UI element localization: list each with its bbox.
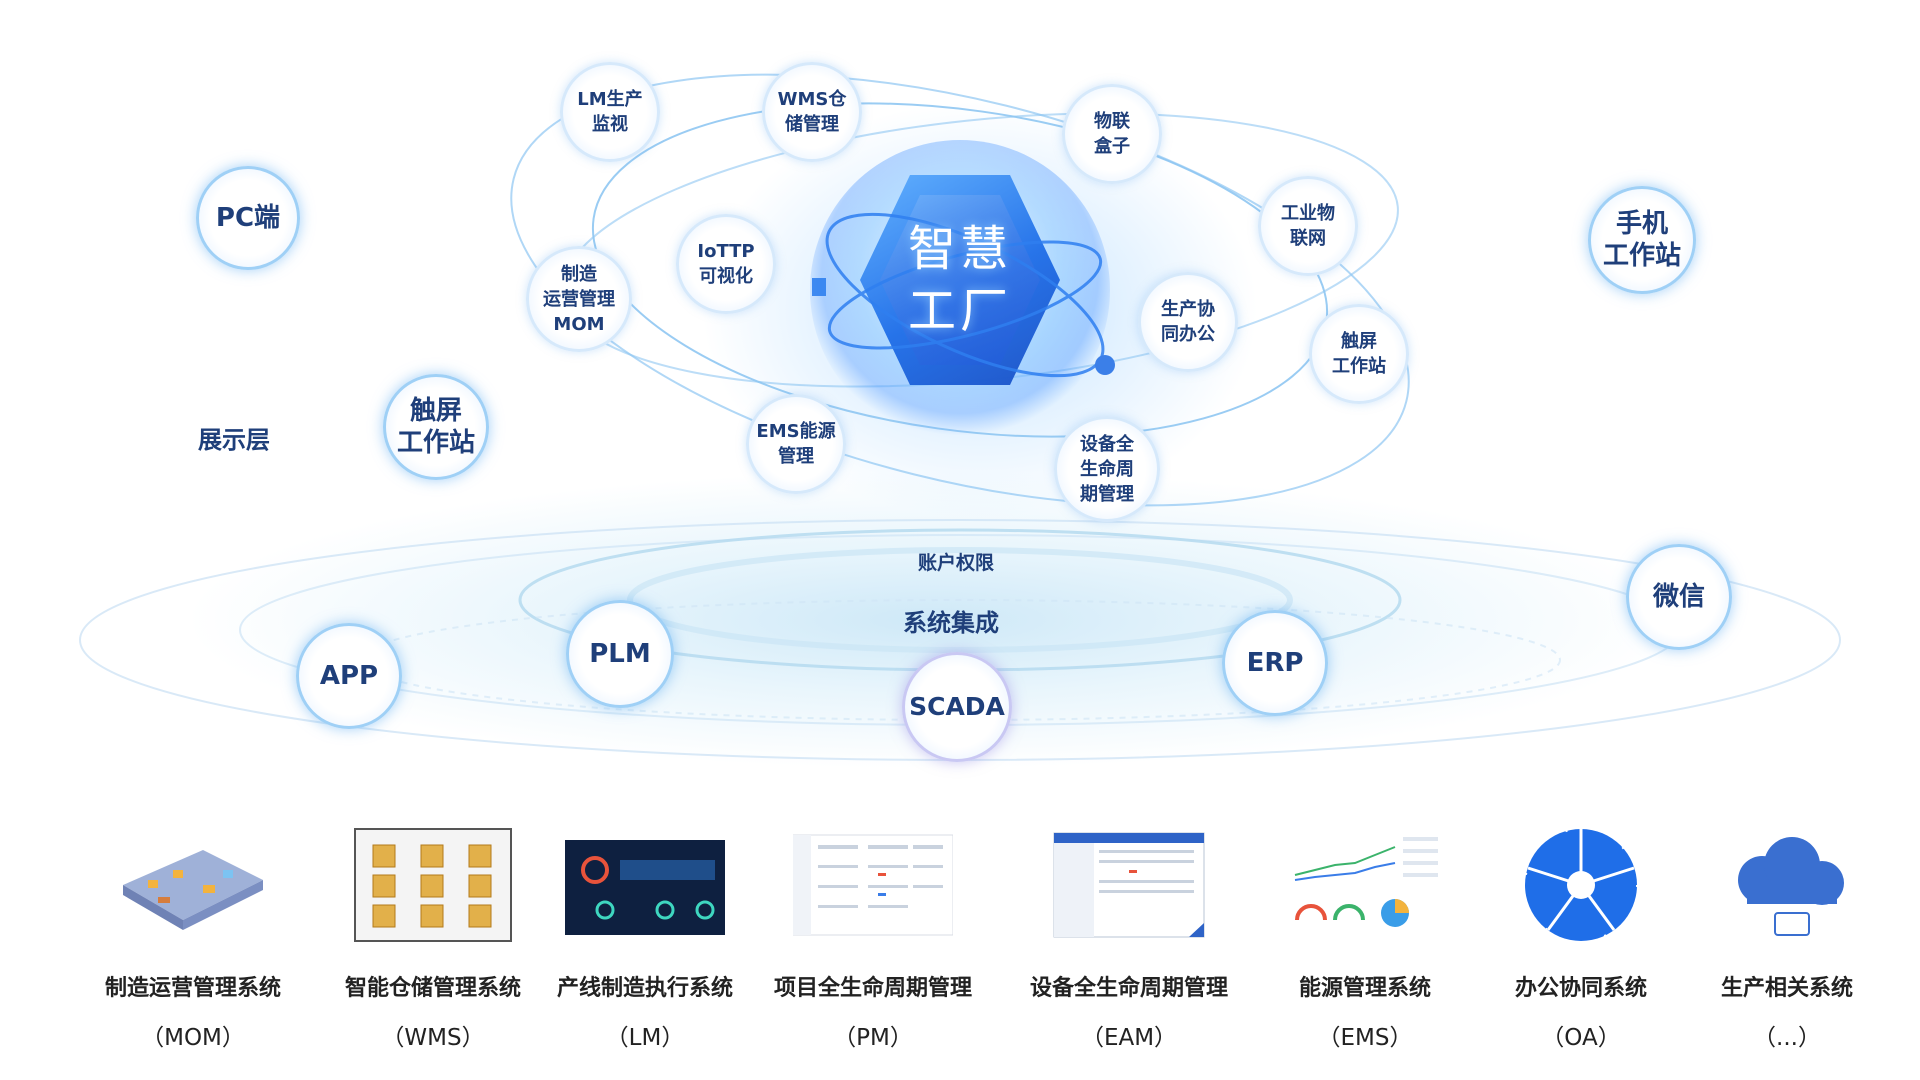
system-code: （...） [1753, 1025, 1821, 1051]
system-name: 制造运营管理系统 [104, 976, 281, 1001]
system-name: 能源管理系统 [1298, 976, 1431, 1001]
system-code: （EMS） [1317, 1025, 1413, 1051]
system-card-wms[interactable]: 智能仓储管理系统 （WMS） [318, 820, 548, 1080]
system-name: 办公协同系统 [1514, 976, 1647, 1001]
equipment-ui-thumbnail [1053, 832, 1205, 938]
account-permission-label: 账户权限 [918, 552, 995, 574]
systems-row: 制造运营管理系统 （MOM） 智能仓储管理系统 （WMS） 产线制造执行系统 （… [0, 820, 1920, 1080]
core-title: 智慧 工厂 [907, 221, 1012, 339]
node-wms[interactable]: WMS仓 储管理 [762, 62, 862, 162]
dashboard-thumbnail [565, 840, 725, 935]
system-code: （OA） [1541, 1025, 1621, 1051]
system-card-related[interactable]: 生产相关系统 （...） [1672, 820, 1902, 1080]
energy-dashboard-thumbnail [1285, 830, 1445, 940]
node-plm[interactable]: PLM [566, 600, 674, 708]
system-card-lm[interactable]: 产线制造执行系统 （LM） [530, 820, 760, 1080]
node-wechat[interactable]: 微信 [1626, 544, 1732, 650]
node-touch-station-right[interactable]: 触屏 工作站 [1309, 304, 1409, 404]
system-name: 生产相关系统 [1720, 976, 1853, 1001]
node-mom[interactable]: 制造 运营管理 MOM [526, 246, 632, 352]
system-card-mom[interactable]: 制造运营管理系统 （MOM） [78, 820, 308, 1080]
system-integration-label: 系统集成 [903, 609, 999, 637]
architecture-diagram: 智慧 工厂 展示层 账户权限 系统集成 LM生产 监视 WMS仓 储管理 物联 … [79, 62, 1841, 770]
project-ui-thumbnail [793, 834, 953, 936]
display-layer-label: 展示层 [198, 426, 270, 454]
system-card-pm[interactable]: 项目全生命周期管理 （PM） [758, 820, 988, 1080]
node-eam[interactable]: 设备全 生命周 期管理 [1054, 416, 1160, 522]
cloud-thumbnail [1738, 837, 1844, 936]
node-lm-monitor[interactable]: LM生产 监视 [560, 62, 660, 162]
factory-layout-thumbnail [123, 850, 263, 930]
system-code: （PM） [833, 1025, 913, 1051]
node-mobile-station[interactable]: 手机 工作站 [1588, 186, 1696, 294]
node-pc[interactable]: PC端 [196, 166, 300, 270]
node-production-collab[interactable]: 生产协 同办公 [1138, 272, 1238, 372]
node-app[interactable]: APP [296, 623, 402, 729]
system-code: （LM） [605, 1025, 685, 1051]
node-touch-station-left[interactable]: 触屏 工作站 [383, 374, 489, 480]
system-code: （EAM） [1080, 1025, 1178, 1051]
system-name: 项目全生命周期管理 [773, 976, 972, 1001]
system-card-ems[interactable]: 能源管理系统 （EMS） [1250, 820, 1480, 1080]
system-name: 智能仓储管理系统 [344, 976, 521, 1001]
warehouse-grid-thumbnail [354, 828, 512, 942]
node-erp[interactable]: ERP [1222, 610, 1328, 716]
system-code: （WMS） [381, 1025, 485, 1051]
system-code: （MOM） [141, 1025, 245, 1051]
core-atom-orbits [812, 212, 1115, 378]
oa-wheel-thumbnail [1524, 828, 1638, 942]
node-iottp-visual[interactable]: IoTTP 可视化 [676, 214, 776, 314]
system-name: 设备全生命周期管理 [1029, 976, 1228, 1001]
node-iot-box[interactable]: 物联 盒子 [1062, 84, 1162, 184]
system-card-oa[interactable]: 办公协同系统 （OA） [1466, 820, 1696, 1080]
node-scada[interactable]: SCADA [902, 652, 1012, 762]
node-industrial-iot[interactable]: 工业物 联网 [1258, 176, 1358, 276]
system-name: 产线制造执行系统 [556, 976, 733, 1001]
system-card-eam[interactable]: 设备全生命周期管理 （EAM） [1014, 820, 1244, 1080]
node-ems[interactable]: EMS能源 管理 [746, 394, 846, 494]
